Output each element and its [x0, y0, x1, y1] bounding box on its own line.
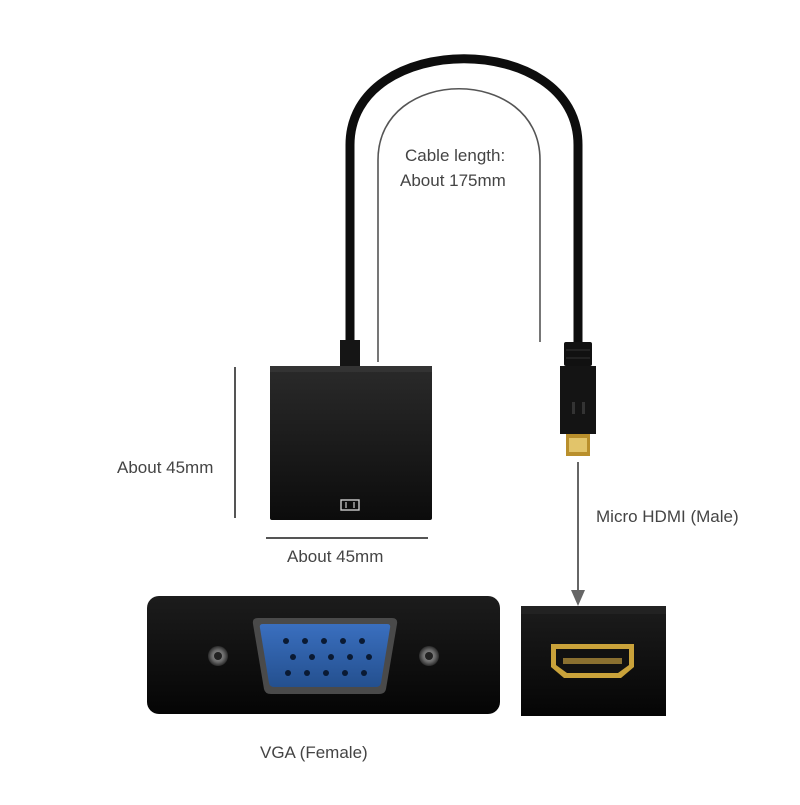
- adapter-body: [340, 340, 360, 368]
- vga-connector-face: [147, 596, 500, 714]
- micro-hdmi-connector-face: [521, 606, 666, 716]
- hdmi-port-icon: [340, 499, 360, 511]
- vga-label: VGA (Female): [260, 743, 368, 762]
- micro-hdmi-plug: [560, 342, 596, 456]
- cable-length-label: Cable length:: [405, 146, 506, 165]
- cable: [345, 54, 583, 350]
- micro-hdmi-label: Micro HDMI (Male): [596, 507, 739, 526]
- cable-length-value: About 175mm: [400, 171, 506, 190]
- width-label: About 45mm: [287, 547, 384, 566]
- cable-length-guide: [377, 88, 541, 362]
- height-label: About 45mm: [117, 458, 214, 477]
